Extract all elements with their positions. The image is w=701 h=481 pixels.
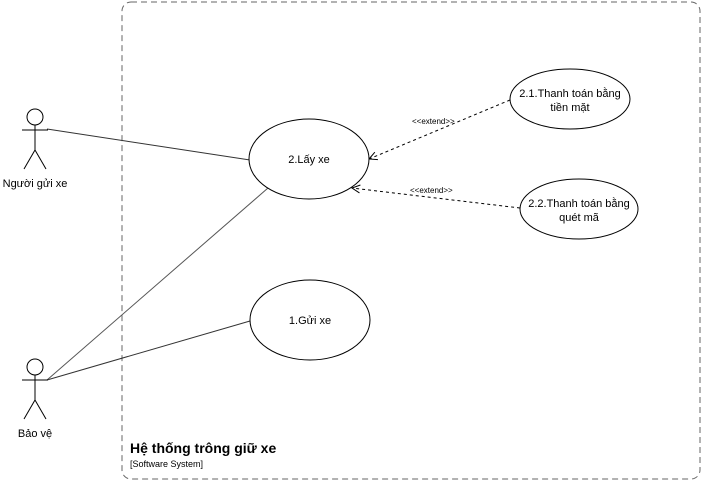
use-case-pay-cash[interactable]: 2.1.Thanh toán bằng tiền mặt — [509, 68, 631, 130]
actor-guard-label: Bảo vệ — [18, 428, 52, 440]
association-sender-pickup — [46, 128, 251, 161]
use-case-pick-up-label: 2.Lấy xe — [288, 154, 330, 166]
use-case-pick-up[interactable]: 2.Lấy xe — [248, 118, 370, 200]
system-title: Hệ thống trông giữ xe — [130, 440, 276, 456]
use-case-pay-qr-line1: 2.2.Thanh toán bằng — [528, 197, 630, 210]
actor-guard-head-icon — [26, 358, 44, 376]
system-boundary — [121, 1, 701, 480]
use-case-drop-off-label: 1.Gửi xe — [289, 315, 331, 327]
association-guard-pickup — [46, 187, 269, 381]
actor-guard[interactable] — [22, 358, 48, 420]
actor-sender-head-icon — [26, 108, 44, 126]
extend-cash-label: <<extend>> — [412, 117, 455, 126]
extend-cash-arrow — [369, 99, 511, 159]
system-type-label: [Software System] — [130, 459, 203, 469]
extend-qr-label: <<extend>> — [410, 186, 453, 195]
use-case-pay-qr[interactable]: 2.2.Thanh toán bằng quét mã — [519, 178, 639, 240]
use-case-drop-off[interactable]: 1.Gửi xe — [249, 279, 371, 361]
association-guard-dropoff — [46, 320, 251, 381]
extend-qr-arrow — [352, 188, 521, 209]
use-case-pay-qr-line2: quét mã — [559, 212, 600, 224]
actor-sender[interactable] — [22, 108, 48, 170]
actor-sender-label: Người gửi xe — [3, 178, 68, 190]
use-case-pay-cash-line2: tiền mặt — [550, 102, 589, 114]
use-case-pay-cash-line1: 2.1.Thanh toán bằng — [519, 87, 621, 100]
